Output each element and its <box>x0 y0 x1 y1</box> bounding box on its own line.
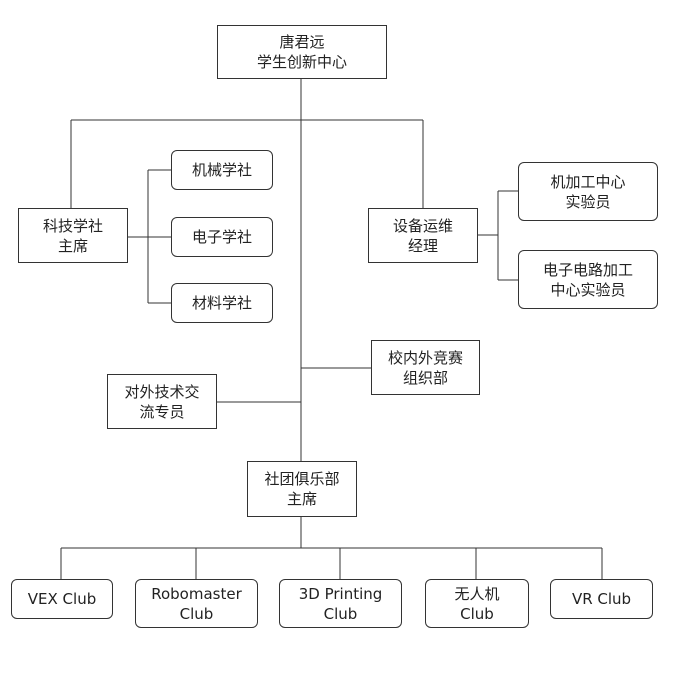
node-pcb-lab-staff-line-2: 中心实验员 <box>550 280 626 299</box>
node-drone-club: 无人机 Club <box>425 579 529 628</box>
node-root: 唐君远 学生创新中心 <box>217 25 387 79</box>
node-printing-club-line-1: 3D Printing <box>298 584 383 603</box>
node-robomaster-club-line-2: Club <box>179 604 214 623</box>
node-exchange-specialist: 对外技术交 流专员 <box>107 374 217 429</box>
node-tech-society-chair: 科技学社 主席 <box>18 208 128 263</box>
node-robomaster-club: Robomaster Club <box>135 579 258 628</box>
node-printing-club-line-2: Club <box>323 604 358 623</box>
node-drone-club-line-1: 无人机 <box>454 584 500 603</box>
node-root-line-1: 唐君远 <box>279 33 325 51</box>
node-machining-lab-staff-line-2: 实验员 <box>565 192 611 211</box>
node-vex-club-line-1: VEX Club <box>27 590 97 608</box>
node-vr-club: VR Club <box>550 579 653 619</box>
node-machining-lab-staff-line-1: 机加工中心 <box>550 172 626 191</box>
node-materials-society-line-1: 材料学社 <box>191 294 252 312</box>
node-mechanical-society: 机械学社 <box>171 150 273 190</box>
node-exchange-specialist-line-1: 对外技术交 <box>124 382 200 401</box>
node-vex-club: VEX Club <box>11 579 113 619</box>
node-tech-society-chair-line-2: 主席 <box>57 236 88 255</box>
node-equipment-manager-line-1: 设备运维 <box>392 216 453 235</box>
node-club-dept-chair: 社团俱乐部 主席 <box>247 461 357 517</box>
node-root-line-2: 学生创新中心 <box>256 53 347 71</box>
node-equipment-manager-line-2: 经理 <box>407 236 438 255</box>
node-pcb-lab-staff-line-1: 电子电路加工 <box>542 260 633 279</box>
node-machining-lab-staff: 机加工中心 实验员 <box>518 162 658 221</box>
node-electronics-society: 电子学社 <box>171 217 273 257</box>
node-club-dept-chair-line-1: 社团俱乐部 <box>264 470 340 488</box>
node-competition-dept-line-2: 组织部 <box>402 368 448 387</box>
node-pcb-lab-staff: 电子电路加工 中心实验员 <box>518 250 658 309</box>
node-equipment-manager: 设备运维 经理 <box>368 208 478 263</box>
node-exchange-specialist-line-2: 流专员 <box>139 402 185 421</box>
node-tech-society-chair-line-1: 科技学社 <box>42 216 103 235</box>
node-printing-club: 3D Printing Club <box>279 579 402 628</box>
node-materials-society: 材料学社 <box>171 283 273 323</box>
node-electronics-society-line-1: 电子学社 <box>191 228 252 246</box>
node-mechanical-society-line-1: 机械学社 <box>191 161 252 179</box>
node-drone-club-line-2: Club <box>460 604 494 623</box>
node-club-dept-chair-line-2: 主席 <box>286 490 317 508</box>
node-competition-dept: 校内外竞赛 组织部 <box>371 340 480 395</box>
node-vr-club-line-1: VR Club <box>571 590 632 608</box>
node-robomaster-club-line-1: Robomaster <box>151 584 242 603</box>
node-competition-dept-line-1: 校内外竞赛 <box>387 348 463 367</box>
